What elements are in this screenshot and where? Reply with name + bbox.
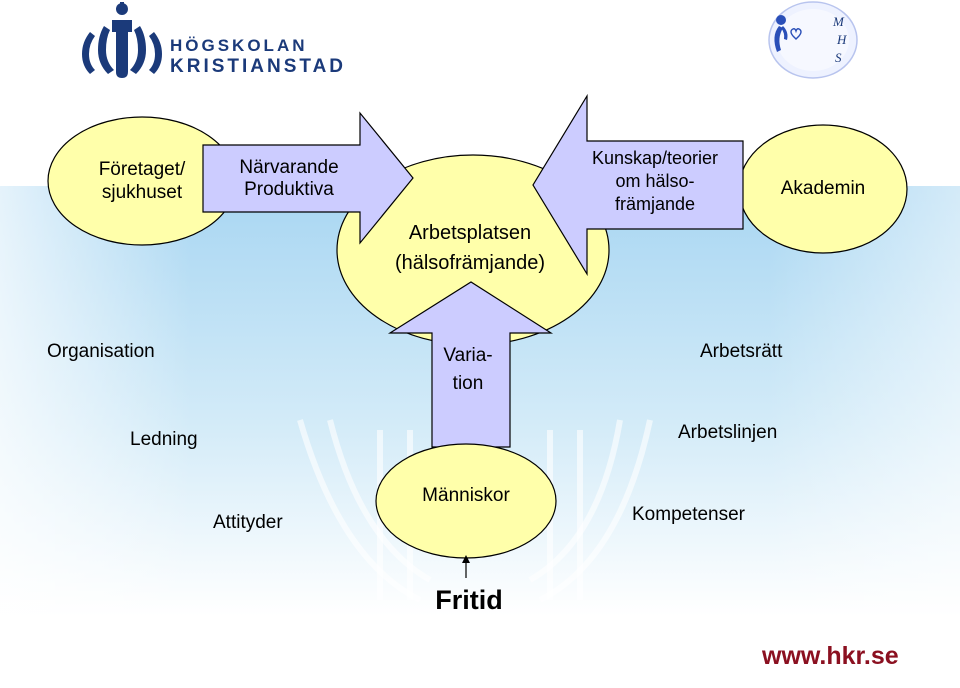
factor-ledning: Ledning — [130, 429, 198, 450]
company-label: Företaget/ sjukhuset — [98, 159, 186, 203]
logo-line2: KRISTIANSTAD — [170, 56, 347, 77]
fritid-arrow-head — [462, 555, 470, 563]
heart-icon — [790, 28, 802, 40]
person-icon — [774, 15, 788, 52]
arrow-up-variation — [387, 281, 554, 448]
hkr-logo-mark — [82, 2, 162, 78]
mhs-logo: M H S — [768, 1, 858, 79]
arrow-right-label: Närvarande Produktiva — [239, 157, 339, 200]
academy-label: Akademin — [780, 178, 866, 199]
arrow-up-label: Varia- tion — [443, 345, 493, 394]
workplace-label: Arbetsplatsen (hälsofrämjande) — [394, 222, 546, 274]
factor-arbetsratt: Arbetsrätt — [700, 341, 783, 362]
mhs-letter-s: S — [835, 50, 842, 65]
factor-arbetslinjen: Arbetslinjen — [678, 422, 778, 443]
mhs-letter-h: H — [836, 32, 847, 47]
logo-line1: HÖGSKOLAN — [170, 36, 308, 55]
arrow-left-knowledge — [532, 93, 744, 277]
factor-attityder: Attityder — [213, 512, 283, 533]
fritid-label: Fritid — [435, 585, 503, 615]
footer-url[interactable]: www.hkr.se — [762, 642, 899, 670]
arrow-right-presence — [202, 111, 414, 245]
arrow-left-label: Kunskap/teorier om hälso- främjande — [591, 148, 719, 214]
mhs-letter-m: M — [832, 14, 845, 29]
people-label: Människor — [422, 485, 510, 506]
factor-kompetenser: Kompetenser — [632, 504, 746, 525]
factor-organisation: Organisation — [47, 341, 155, 362]
